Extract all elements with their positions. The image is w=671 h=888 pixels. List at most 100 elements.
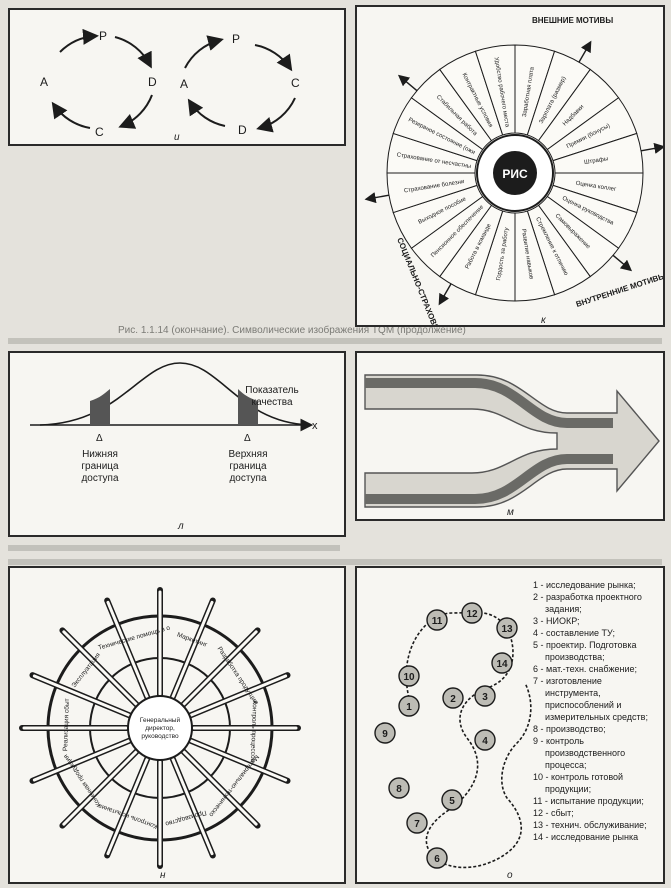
- logo-icon: [493, 151, 537, 195]
- label-line: доступа: [81, 473, 119, 484]
- stage-legend-line: производства;: [545, 652, 605, 662]
- pdca-right-left: A: [180, 77, 188, 91]
- stage-legend-line: измерительных средств;: [545, 712, 648, 722]
- stage-node-number: 12: [466, 609, 478, 620]
- pdca-svg: P D C A P C D A: [40, 28, 300, 139]
- label-line: Верхняя: [228, 449, 267, 460]
- panel-merging-arrows: м: [355, 351, 665, 521]
- pdca-left-bottom: C: [95, 125, 104, 139]
- stage-node-number: 2: [450, 694, 456, 705]
- merge-arrow-shape: [364, 374, 660, 508]
- label-line: доступа: [229, 473, 267, 484]
- stage-node: [388, 777, 410, 799]
- stage-node: [474, 729, 496, 751]
- stage-legend-line: 7 - изготовление: [533, 676, 602, 686]
- caption-k: к: [541, 315, 546, 326]
- spoke-label: Контроль процессов: [249, 700, 258, 762]
- stage-legend-line: 11 - испытание продукции;: [533, 796, 644, 806]
- arrow-top-right: [114, 36, 152, 69]
- stage-legend-line: 1 - исследование рынка;: [533, 580, 636, 590]
- stage-node: [406, 812, 428, 834]
- stage-node: [442, 687, 464, 709]
- outward-arrow: [438, 283, 452, 306]
- label-line: руководство: [141, 733, 179, 740]
- wheel-sector: [474, 44, 516, 136]
- label-line: качества: [251, 397, 292, 408]
- pdca-right-top: P: [232, 32, 240, 46]
- wheel-spoke-fill: [189, 674, 288, 717]
- caption-l: л: [178, 521, 184, 532]
- wheel-spoke-fill: [62, 630, 138, 706]
- outer-motives-title: ВНЕШНИЕ МОТИВЫ: [532, 16, 613, 25]
- upper-stream: [365, 378, 613, 428]
- pdca-right-bottom: D: [238, 123, 247, 137]
- stage-node: [374, 722, 396, 744]
- stage-node-number: 13: [501, 624, 513, 635]
- spoke-label: Реализация сбыт: [61, 698, 71, 751]
- merging-arrows-svg: [364, 374, 660, 508]
- caption-m: м: [507, 507, 514, 518]
- pdca-left-left: A: [40, 75, 48, 89]
- label-line: Нижняя: [82, 449, 118, 460]
- stage-node-number: 3: [482, 692, 488, 703]
- arrow-bottom-left: [51, 101, 91, 129]
- label-line: директор,: [145, 725, 175, 732]
- stage-legend-line: приспособлений и: [545, 700, 621, 710]
- label-line: граница: [229, 461, 267, 472]
- stage-node-number: 5: [449, 796, 455, 807]
- stages-legend: 1 - исследование рынка;2 - разработка пр…: [533, 580, 648, 842]
- stage-legend-line: 10 - контроль готовой: [533, 772, 623, 782]
- outward-arrow: [578, 40, 592, 63]
- stage-node: [398, 665, 420, 687]
- stage-legend-line: 14 - исследование рынка: [533, 832, 638, 842]
- wheel-spoke-fill: [171, 600, 214, 699]
- pdca-right-right: C: [291, 76, 300, 90]
- stage-legend-line: 3 - НИОКР;: [533, 616, 580, 626]
- stage-node: [398, 695, 420, 717]
- stage-legend-line: процесса;: [545, 760, 586, 770]
- lower-stream: [365, 454, 613, 504]
- arrow-bottom-right: [118, 94, 153, 129]
- arrow-top-left: [59, 28, 99, 53]
- stage-node-number: 6: [434, 854, 440, 865]
- caption-i: и: [174, 132, 180, 143]
- delta-upper: Δ: [244, 433, 251, 444]
- stage-legend-line: продукции;: [545, 784, 591, 794]
- stage-legend-line: 6 - мат.-техн. снабжение;: [533, 664, 637, 674]
- stage-node-number: 9: [382, 729, 388, 740]
- upper-tail-area: [238, 389, 258, 425]
- stage-node: [474, 685, 496, 707]
- stage-node: [461, 602, 483, 624]
- figure-caption-line: Рис. 1.1.14 (окончание). Символические и…: [118, 324, 466, 336]
- wheel-spoke-fill: [32, 739, 131, 782]
- wheel-spoke-fill: [32, 674, 131, 717]
- lower-tail-area: [90, 389, 110, 425]
- outward-arrow: [364, 192, 390, 204]
- panel-pdca-cycles: P D C A P C D A и: [8, 8, 346, 146]
- stage-legend-line: задания;: [545, 604, 582, 614]
- wheel-spoke-fill: [182, 630, 258, 706]
- label-line: Показатель: [245, 385, 298, 396]
- caption-o: о: [507, 870, 513, 881]
- stage-legend-line: 5 - проектир. Подготовка: [533, 640, 636, 650]
- wheel-sector-label: Штрафы: [584, 156, 609, 166]
- center-logo-text: РИС: [502, 167, 528, 181]
- wheel-spoke-fill: [171, 757, 214, 856]
- label-line: граница: [81, 461, 119, 472]
- stage-node-number: 10: [403, 672, 415, 683]
- outward-arrow: [640, 142, 663, 154]
- stage-node-number: 4: [482, 736, 488, 747]
- wheel-spoke-fill: [106, 757, 149, 856]
- label-line: Генеральный: [140, 716, 181, 724]
- pdca-left-top: P: [99, 29, 107, 43]
- stage-legend-line: 4 - составление ТУ;: [533, 628, 615, 638]
- wheel-spoke-fill: [189, 739, 288, 782]
- outward-arrow: [397, 74, 418, 92]
- wheel-spoke-fill: [62, 750, 138, 826]
